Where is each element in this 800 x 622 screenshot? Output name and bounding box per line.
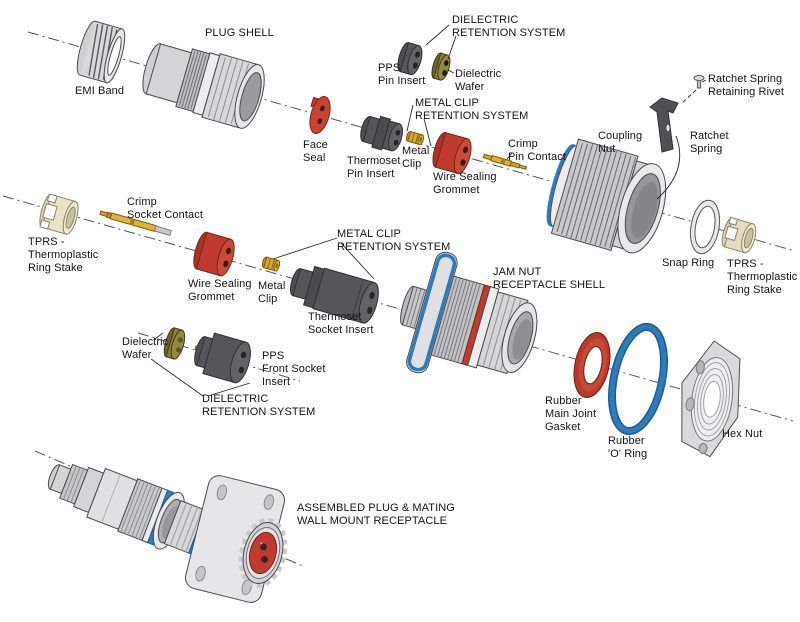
crimp-pin-contact-part [482, 153, 528, 170]
thermoset-socket-insert-part [290, 265, 379, 324]
label-hex-nut: Hex Nut [722, 428, 763, 440]
leader-lines [150, 24, 707, 397]
label-crimp-pin-contact: Crimp Pin Contact [508, 138, 566, 163]
label-snap-ring: Snap Ring [662, 257, 715, 269]
label-metal-clip-1: Metal Clip [402, 145, 430, 170]
label-rubber-main-joint-gasket: Rubber Main Joint Gasket [545, 395, 597, 433]
label-dielectric-wafer-1: Dielectric Wafer [455, 68, 502, 93]
label-dielectric-retention-system-bottom: DIELECTRIC RETENTION SYSTEM [202, 393, 316, 418]
snap-ring-part [689, 199, 721, 255]
label-ratchet-spring-retaining-rivet: Ratchet Spring Retaining Rivet [708, 73, 785, 98]
centerline-row2 [2, 195, 794, 422]
label-assembled-caption: ASSEMBLED PLUG & MATING WALL MOUNT RECEP… [297, 502, 455, 527]
hex-nut-part [681, 340, 741, 458]
ratchet-spring-rivet-part [693, 74, 705, 89]
label-face-seal: Face Seal [303, 139, 328, 164]
dielectric-wafer-part-1 [431, 52, 451, 81]
plug-shell-part [142, 43, 265, 129]
pps-front-socket-insert-part [194, 332, 251, 384]
coupling-nut-part [546, 138, 667, 254]
face-seal-part [309, 96, 331, 134]
pps-pin-insert-part [397, 42, 423, 76]
label-rubber-o-ring: Rubber 'O' Ring [608, 435, 648, 460]
metal-clip-part-2 [261, 256, 281, 272]
label-emi-band: EMI Band [75, 85, 125, 97]
tprs-ring-stake-part-left [39, 193, 79, 235]
wire-sealing-grommet-part-1 [432, 131, 472, 175]
label-dielectric-wafer-2: Dielectric Wafer [122, 336, 169, 361]
label-jam-nut-receptacle-shell: JAM NUT RECEPTACLE SHELL [493, 266, 606, 291]
crimp-socket-contact-part [99, 210, 172, 237]
rubber-main-joint-gasket-part [573, 332, 611, 398]
label-thermoset-pin-insert: Thermoset Pin Insert [347, 155, 401, 180]
emi-band-part [76, 20, 126, 84]
label-metal-clip-retention-system-top: METAL CLIP RETENTION SYSTEM [415, 97, 529, 122]
wire-sealing-grommet-part-2 [193, 231, 235, 277]
label-metal-clip-2: Metal Clip [258, 280, 286, 305]
label-wire-sealing-grommet-2: Wire Sealing Grommet [188, 278, 252, 303]
label-thermoset-socket-insert: Thermoset Socket Insert [308, 311, 374, 336]
metal-clip-part-1 [405, 130, 425, 146]
label-pps-front-socket-insert: PPS Front Socket Insert [262, 350, 326, 388]
label-plug-shell: PLUG SHELL [205, 27, 274, 39]
label-ratchet-spring: Ratchet Spring [690, 130, 729, 155]
receptacle-front-face [238, 518, 288, 588]
dielectric-wafer-part-2 [163, 327, 186, 360]
label-pps-pin-insert: PPS Pin Insert [378, 62, 426, 87]
jam-nut-receptacle-shell-part [400, 251, 538, 375]
label-tprs-ring-stake-left: TPRS - Thermoplastic Ring Stake [28, 236, 99, 274]
rubber-o-ring-part [608, 322, 668, 436]
label-tprs-ring-stake-right: TPRS - Thermoplastic Ring Stake [727, 258, 798, 296]
label-coupling-nut: Coupling Nut [598, 130, 643, 155]
ratchet-spring-part [649, 97, 679, 153]
label-crimp-socket-contact: Crimp Socket Contact [127, 196, 203, 221]
label-dielectric-retention-system-top: DIELECTRIC RETENTION SYSTEM [452, 14, 566, 39]
label-wire-sealing-grommet-1: Wire Sealing Grommet [433, 171, 497, 196]
thermoset-pin-insert-part [360, 115, 403, 152]
tprs-ring-stake-part-right [721, 216, 757, 254]
label-metal-clip-retention-system-row2: METAL CLIP RETENTION SYSTEM [337, 228, 451, 253]
